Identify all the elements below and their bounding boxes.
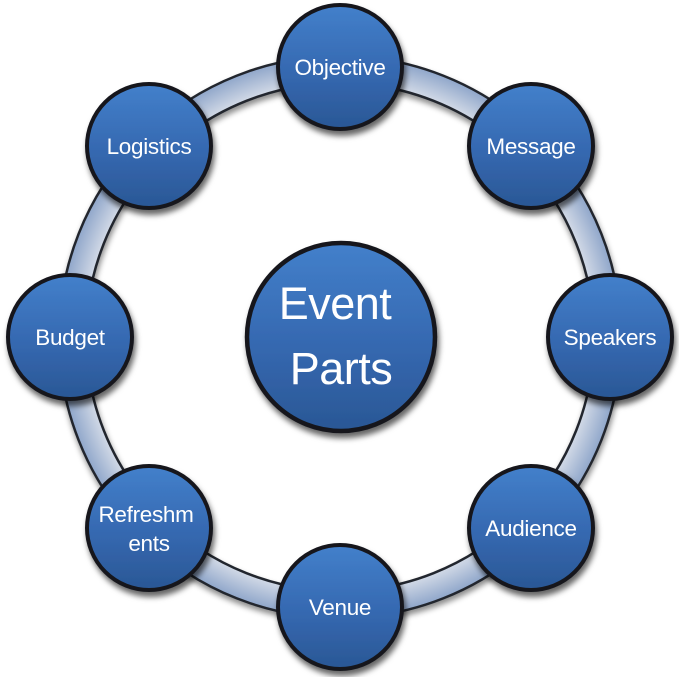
node-budget: Budget — [6, 273, 134, 401]
node-venue: Venue — [276, 543, 404, 671]
refreshments-label: Refreshm ents — [98, 502, 199, 556]
message-label: Message — [486, 134, 575, 159]
node-message: Message — [467, 82, 595, 210]
node-speakers: Speakers — [546, 273, 674, 401]
objective-circle — [276, 3, 404, 131]
node-logistics: Logistics — [85, 82, 213, 210]
node-refreshments: Refreshm ents — [85, 464, 213, 592]
budget-circle — [6, 273, 134, 401]
audience-label: Audience — [485, 516, 576, 541]
speakers-circle — [546, 273, 674, 401]
venue-circle — [276, 543, 404, 671]
logistics-label: Logistics — [107, 134, 192, 159]
logistics-circle — [85, 82, 213, 210]
node-audience: Audience — [467, 464, 595, 592]
speakers-label: Speakers — [564, 325, 657, 350]
center-label: Event Parts — [279, 278, 404, 394]
objective-label: Objective — [294, 55, 385, 80]
budget-label: Budget — [35, 325, 106, 350]
refreshments-circle — [85, 464, 213, 592]
center-circle — [244, 240, 438, 434]
venue-label: Venue — [309, 595, 371, 620]
node-objective: Objective — [276, 3, 404, 131]
audience-circle — [467, 464, 595, 592]
node-event-parts-center: Event Parts — [244, 240, 438, 434]
message-circle — [467, 82, 595, 210]
